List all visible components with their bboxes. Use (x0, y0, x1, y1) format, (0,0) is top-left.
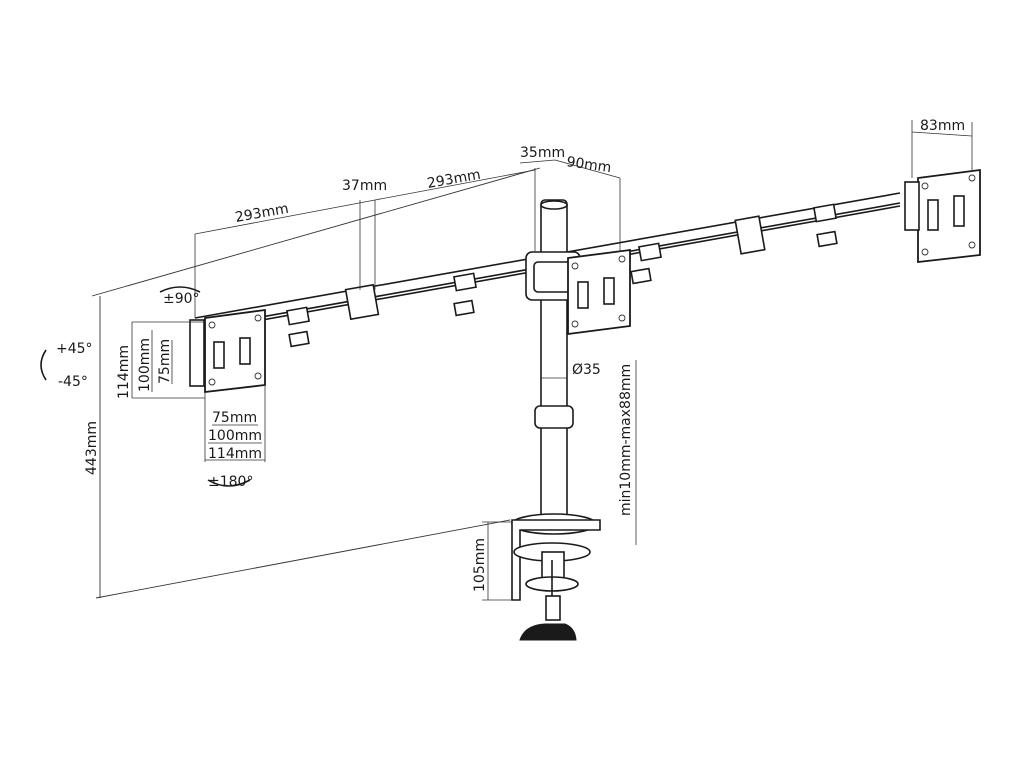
right-vesa-plate (904, 168, 981, 264)
label-arm-right-length: 293mm (426, 167, 482, 192)
label-vesa-h-75: 75mm (212, 410, 257, 426)
rotate-180-arrow-icon (207, 479, 251, 487)
desk-clamp (511, 519, 601, 641)
label-arm-left-length: 293mm (234, 201, 290, 226)
label-arm-thickness: 37mm (342, 178, 387, 194)
label-tilt-rotation: ±90° (163, 291, 200, 307)
reference-lines (91, 167, 541, 599)
label-swivel: ±180° (208, 474, 253, 490)
label-total-height: 443mm (84, 421, 100, 475)
label-tilt-down: -45° (58, 374, 88, 390)
label-pole-diameter: Ø35 (572, 362, 601, 378)
dimension-lines (131, 120, 973, 601)
left-vesa-plate (189, 308, 266, 394)
label-vesa-v-75: 75mm (157, 339, 173, 384)
label-vesa-h-114: 114mm (208, 446, 262, 462)
label-tilt-up: +45° (56, 341, 93, 357)
label-vesa-v-100: 100mm (137, 338, 153, 392)
label-arm-width: 90mm (565, 154, 612, 176)
label-vesa-v-114: 114mm (116, 345, 132, 399)
label-plate-width: 83mm (920, 118, 965, 134)
center-vesa-plate (567, 248, 631, 336)
label-vesa-h-100: 100mm (208, 428, 262, 444)
label-clamp-range: min10mm-max88mm (618, 364, 634, 516)
rotate-90-arrow-icon (159, 286, 201, 293)
label-clamp-height: 105mm (472, 538, 488, 592)
tilt-arrow-icon (40, 349, 47, 381)
rotation-symbols (40, 286, 251, 487)
label-pole-offset: 35mm (520, 145, 565, 161)
